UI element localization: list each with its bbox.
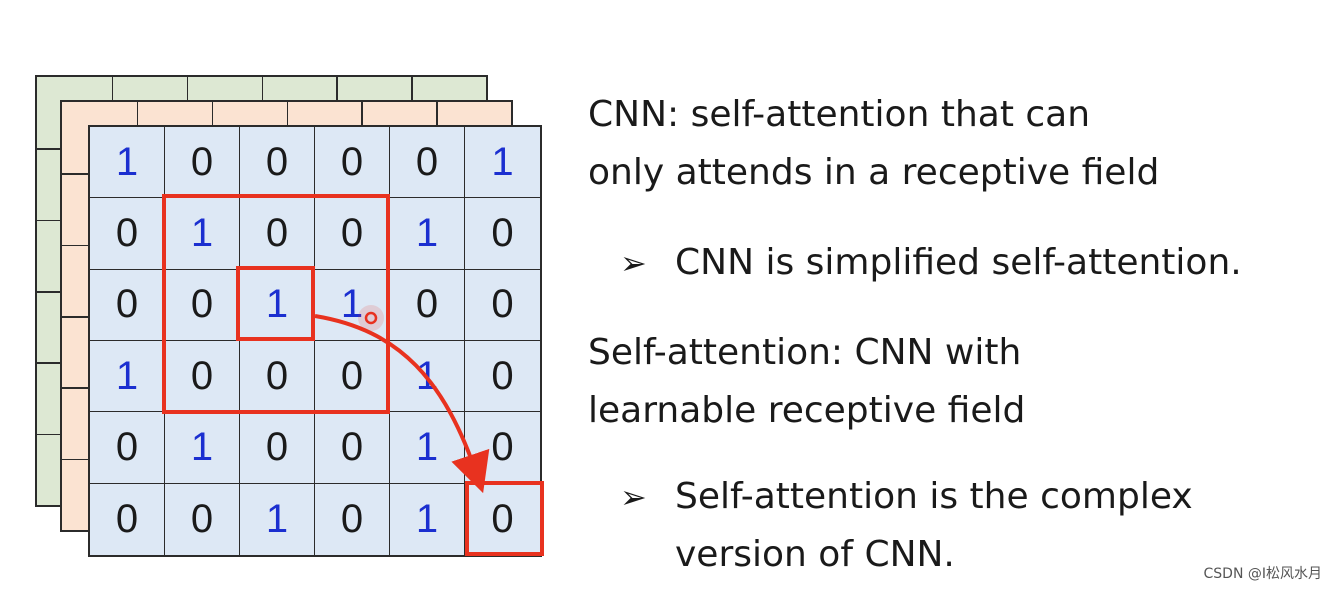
matrix-cell: 1	[90, 127, 165, 199]
matrix-cell: 1	[390, 412, 465, 484]
matrix-cell: 0	[315, 412, 390, 484]
matrix-cell: 0	[390, 269, 465, 341]
cursor-indicator	[364, 311, 378, 325]
matrix-cell: 0	[465, 341, 540, 413]
target-cell-box	[465, 481, 544, 556]
query-cell-box	[236, 266, 315, 341]
cnn-statement: CNN: self-attention that can only attend…	[588, 86, 1159, 202]
arrow-bullet-icon: ➢	[620, 478, 647, 516]
matrix-cell: 0	[90, 412, 165, 484]
matrix-cell: 0	[390, 127, 465, 199]
cnn-bullet: ➢ CNN is simplified self-attention.	[620, 234, 1242, 292]
cnn-bullet-text: CNN is simplified self-attention.	[675, 242, 1242, 283]
arrow-bullet-icon: ➢	[620, 244, 647, 282]
matrix-cell: 1	[465, 127, 540, 199]
matrix-cell: 1	[165, 412, 240, 484]
matrix-cell: 0	[240, 412, 315, 484]
sa-bullet-line2: version of CNN.	[675, 534, 955, 575]
matrix-cell: 1	[165, 198, 240, 270]
matrix-cell: 1	[390, 198, 465, 270]
sa-statement-line1: Self-attention: CNN with	[588, 332, 1022, 373]
matrix-cell: 0	[465, 198, 540, 270]
matrix-cell: 0	[491, 496, 514, 541]
self-attention-bullet: ➢ Self-attention is the complex version …	[620, 468, 1193, 584]
sa-bullet-line1: Self-attention is the complex	[675, 476, 1193, 517]
matrix-cell: 0	[165, 483, 240, 555]
cnn-statement-line2: only attends in a receptive field	[588, 152, 1160, 193]
matrix-cell: 0	[90, 483, 165, 555]
matrix-cell: 1	[240, 483, 315, 555]
self-attention-statement: Self-attention: CNN with learnable recep…	[588, 324, 1025, 440]
receptive-field-box	[162, 194, 390, 414]
sa-statement-line2: learnable receptive field	[588, 390, 1026, 431]
arrow-path	[314, 314, 490, 494]
matrix-cell: 0	[315, 483, 390, 555]
matrix-cell: 0	[465, 270, 540, 341]
cnn-statement-line1: CNN: self-attention that can	[588, 94, 1091, 135]
watermark: CSDN @I松风水月	[1203, 566, 1323, 582]
matrix-cell: 1	[390, 483, 465, 555]
